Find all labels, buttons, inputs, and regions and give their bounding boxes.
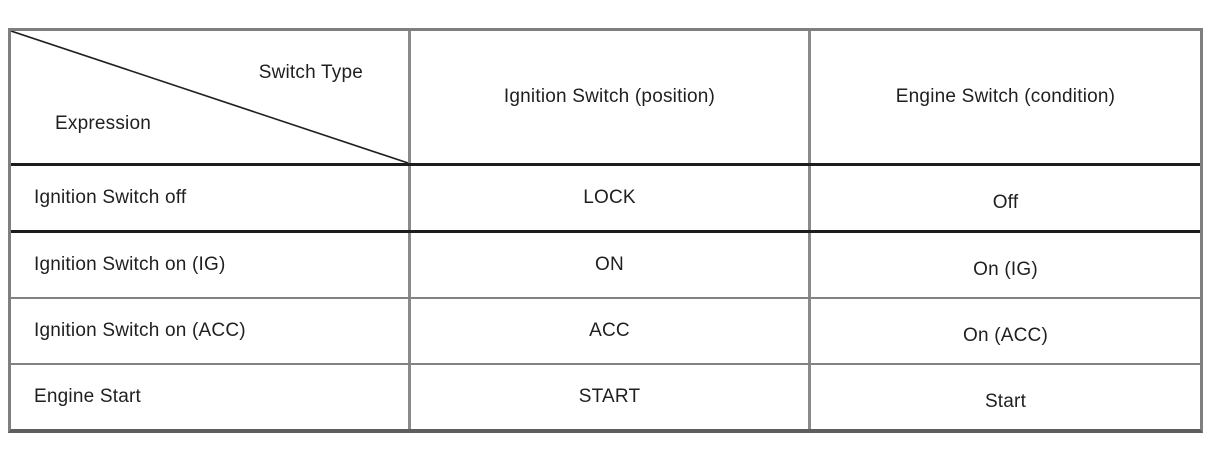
column-header-engine-switch: Engine Switch (condition) [808,31,1200,163]
table-row: Ignition Switch off LOCK Off [11,163,1200,230]
row-label: Ignition Switch on (ACC) [34,320,246,341]
engine-condition-cell: Off [808,166,1200,230]
switch-type-table: Switch Type Expression Ignition Switch (… [8,28,1203,433]
ignition-position-cell: ON [408,233,808,297]
table-row: Engine Start START Start [11,363,1200,429]
engine-condition-cell: Start [808,365,1200,429]
table-row: Ignition Switch on (ACC) ACC On (ACC) [11,297,1200,363]
corner-top-label: Switch Type [258,62,363,83]
ignition-position-cell: START [408,365,808,429]
row-label: Engine Start [34,386,141,407]
ignition-position-cell: LOCK [408,166,808,230]
engine-condition-cell: On (IG) [808,233,1200,297]
engine-condition-cell: On (ACC) [808,299,1200,363]
diagonal-divider-line [11,31,408,163]
ignition-position-cell: ACC [408,299,808,363]
corner-header-cell: Switch Type Expression [11,31,408,163]
corner-bottom-label: Expression [55,113,151,134]
row-label: Ignition Switch on (IG) [34,254,226,275]
table-row: Ignition Switch on (IG) ON On (IG) [11,230,1200,297]
header-row: Switch Type Expression Ignition Switch (… [11,31,1200,163]
row-label: Ignition Switch off [34,187,187,208]
column-header-ignition-switch: Ignition Switch (position) [408,31,808,163]
